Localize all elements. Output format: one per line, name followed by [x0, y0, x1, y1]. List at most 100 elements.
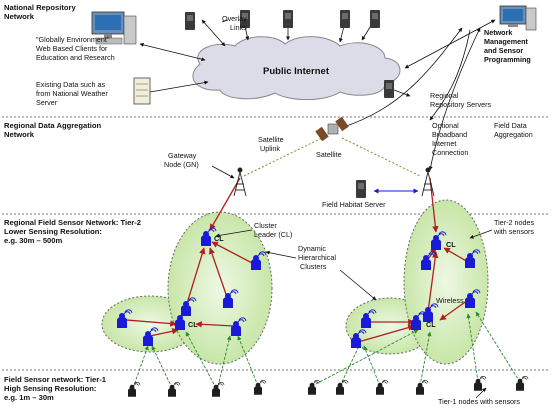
mgmt-label-1: Network: [484, 28, 512, 37]
gateway-tower-left-icon: [233, 167, 247, 197]
gn-to-cl-right: [429, 177, 439, 233]
t1-link-4: [217, 335, 232, 387]
satellite-label: Satellite: [316, 150, 342, 159]
mgmt-label-4: Programming: [484, 55, 531, 64]
tier1-sensor-nodes: [128, 375, 529, 397]
tier1-node-icon: [128, 381, 141, 397]
link-overlay-1: [201, 19, 226, 47]
satellite-uplink-label-2: Uplink: [260, 144, 280, 153]
tier2-nodes-label-2: with sensors: [493, 227, 534, 236]
pointer-tier2-nodes: [469, 229, 493, 239]
link-overlay-4: [338, 25, 345, 43]
tier2-node-icon: [231, 317, 247, 336]
tier2-links: [125, 177, 469, 343]
t2-left-1: [211, 241, 255, 265]
gateway-label-1: Gateway: [168, 151, 197, 160]
pointer-cluster-leader: [215, 229, 253, 238]
tier1-node-icon: [212, 381, 225, 397]
public-internet-cloud: Public Internet: [192, 36, 401, 101]
tier1-links: [132, 311, 521, 389]
cluster-left-large: [167, 211, 273, 365]
t1-link-2: [151, 345, 173, 389]
t2-right-6: [439, 299, 469, 321]
tier2-node-icon: [361, 309, 377, 328]
satellite-uplink-label-1: Satellite: [258, 135, 284, 144]
tier1-line-1: Field Sensor network: Tier-1: [4, 375, 107, 384]
field-aggregation-label-1: Field Data: [494, 121, 527, 130]
tier1-node-icon: [376, 379, 389, 395]
pointer-cluster-2: [339, 269, 377, 301]
cloud-shape: [192, 36, 401, 101]
uplink-right: [341, 137, 421, 177]
tier-regional-line-2: Network: [4, 130, 35, 139]
server-icon-6: [384, 80, 394, 98]
link-clients-internet: [139, 42, 206, 62]
t1-link-1: [132, 345, 149, 389]
habitat-server-label: Field Habitat Server: [322, 200, 386, 209]
cl-label-top-right: CL: [446, 240, 456, 249]
pointer-gateway: [211, 165, 235, 179]
cluster-right-large: [403, 199, 489, 365]
tier1-nodes-label: Tier-1 nodes with sensors: [438, 397, 520, 406]
t2-right-5: [357, 324, 415, 343]
mgmt-computer-icon: [499, 5, 537, 31]
tier2-node-icon: [411, 311, 427, 330]
tier2-node-icon: [175, 311, 191, 330]
internet-links: [139, 19, 496, 171]
public-internet-label: Public Internet: [263, 66, 330, 77]
existing-data-label-1: Existing Data such as: [36, 80, 106, 89]
t2-left-2: [208, 247, 229, 301]
weather-server-icon: [133, 77, 151, 105]
cl-label-top-left: CL: [214, 234, 224, 243]
uplink-left: [243, 137, 323, 177]
t1-link-3: [185, 331, 217, 389]
gateway-label-2: Node (GN): [164, 160, 199, 169]
dynamic-cluster-label-1: Dynamic: [298, 244, 326, 253]
mgmt-label-3: and Sensor: [484, 46, 523, 55]
cluster-leader-label-1: Cluster: [254, 221, 277, 230]
tier1-node-icon: [474, 375, 487, 391]
tier2-nodes-label-1: Tier-2 nodes: [494, 218, 534, 227]
broadband-label-2: Broadband: [432, 130, 467, 139]
tier2-node-icon: [351, 329, 367, 348]
server-icon-5: [370, 10, 380, 28]
t1-link-8: [363, 345, 381, 387]
overlay-label-2: Links: [230, 23, 247, 32]
tier2-node-icon: [223, 289, 239, 308]
tier-regional-line-1: Regional Data Aggregation: [4, 121, 102, 130]
regional-repo-label-2: Repository Servers: [430, 100, 492, 109]
tier2-node-icon: [117, 309, 133, 328]
tier1-line-3: e.g. 1m – 30m: [4, 393, 54, 402]
existing-data-label-3: Server: [36, 98, 58, 107]
dynamic-cluster-label-2: Hierarchical: [298, 253, 336, 262]
tier2-node-icon: [465, 289, 481, 308]
tier-national-line-1: National Repository: [4, 3, 77, 12]
overlay-server-icons: [185, 10, 394, 98]
tier-labels: National Repository Network Regional Dat…: [4, 3, 141, 402]
existing-data-label-2: from National Weather: [36, 89, 108, 98]
tier2-line-2: Lower Sensing Resolution:: [4, 227, 102, 236]
dynamic-cluster-label-3: Clusters: [300, 262, 327, 271]
tier2-node-icon: [143, 327, 159, 346]
t2-right-3: [427, 251, 439, 313]
tier2-line-1: Regional Field Sensor Network: Tier-2: [4, 218, 141, 227]
overlay-tick: [221, 19, 229, 23]
pointer-arrows: [211, 165, 493, 399]
tier2-sensor-nodes: [117, 227, 481, 348]
gateway-tower-right-icon: [421, 167, 435, 197]
t1-link-9: [419, 331, 432, 387]
link-existing-data-internet: [149, 80, 209, 93]
clients-label-3: Education and Research: [36, 53, 115, 62]
annotation-labels: "Globally Environment" Web Based Clients…: [36, 14, 534, 406]
wireless-label: Wireless: [436, 296, 464, 305]
t2-left-3: [184, 247, 206, 311]
tier2-line-3: e.g. 30m – 500m: [4, 236, 63, 245]
tier2-node-icon: [431, 231, 447, 250]
link-mgmt-gateway: [428, 27, 481, 171]
clients-label-1: "Globally Environment": [36, 35, 110, 44]
pointer-tier1-nodes: [475, 387, 487, 399]
tier2-node-icon: [421, 251, 437, 270]
gn-to-cl-left: [209, 177, 241, 231]
